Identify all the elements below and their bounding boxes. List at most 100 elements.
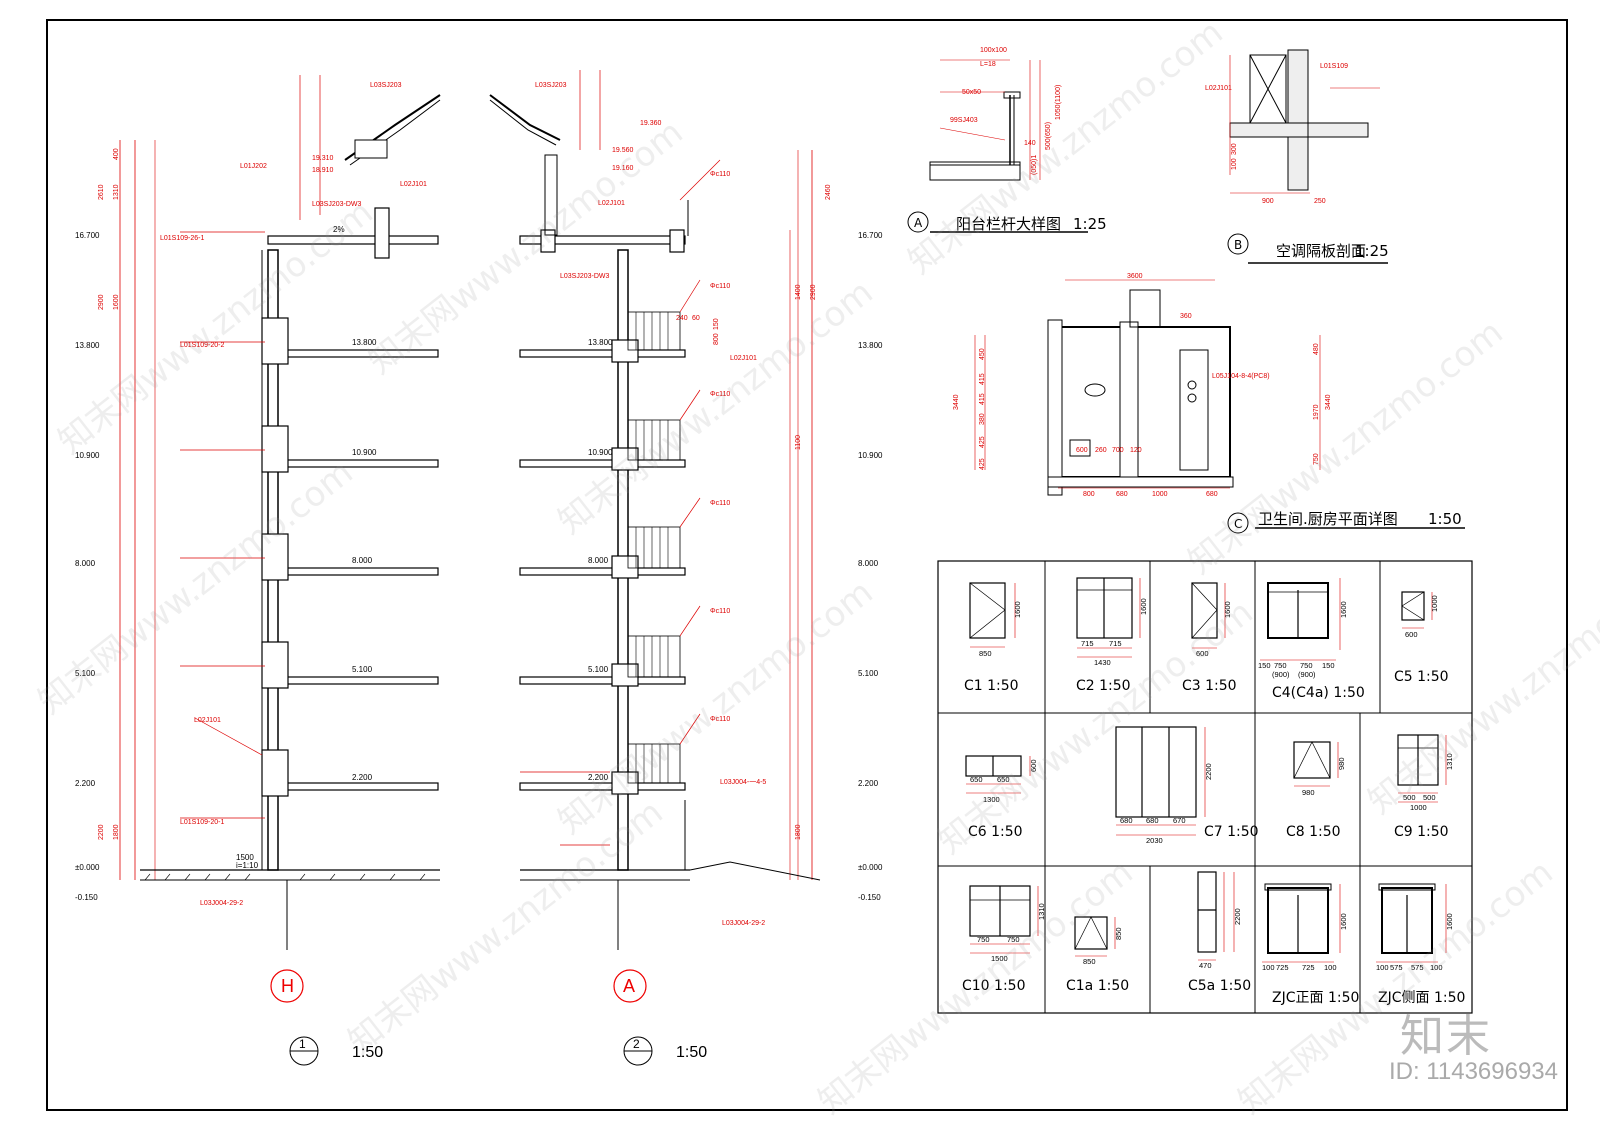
- dB-note-1: L01S109: [1320, 63, 1348, 70]
- w-zf-h: 1600: [1339, 913, 1348, 930]
- dC-side-dim-r: 3440: [1325, 394, 1332, 410]
- axis-bubble-h: [270, 969, 304, 1003]
- w-c3-w: 600: [1196, 649, 1209, 658]
- w-c5a-w: 470: [1199, 961, 1212, 970]
- s2-ref-1: L03SJ203-DW3: [560, 273, 610, 280]
- w-label-c7: C7 1:50: [1204, 824, 1259, 840]
- dA-note-7: 1050(1100): [1055, 85, 1062, 120]
- s1-ref-6: L01S109-20-2: [180, 342, 224, 349]
- s1-ref-5: L03J004-29-2: [200, 900, 243, 907]
- detail-c-scale: 1:50: [1428, 510, 1462, 528]
- w-c7-w2: 670: [1173, 816, 1186, 825]
- s2-dim-0: 2460: [825, 184, 832, 200]
- s1-dim-6: 2900: [98, 294, 105, 310]
- s2-dim-3: 2900: [810, 284, 817, 300]
- dC-side-dim: 3440: [953, 394, 960, 410]
- s1-floor-3: 5.100: [352, 665, 373, 674]
- s2-rail-3: Φc110: [710, 500, 730, 507]
- s2-elev-4: 5.100: [858, 669, 879, 678]
- dB-note-4: 300: [1231, 143, 1238, 155]
- w-c7-w0: 680: [1120, 816, 1133, 825]
- w-label-c1: C1 1:50: [964, 678, 1019, 694]
- w-label-c9: C9 1:50: [1394, 824, 1449, 840]
- s2-rail-5: Φc110: [710, 716, 730, 723]
- dC-b-8: 360: [1180, 313, 1192, 320]
- s2-ref-3: L02J101: [730, 355, 757, 362]
- s1-elev-5: 2.200: [75, 779, 96, 788]
- dC-b-2: 1000: [1152, 491, 1168, 498]
- s1-ref-3: L02J101: [400, 181, 427, 188]
- s2-rd-2: 150: [713, 318, 720, 330]
- s2-ref-5: L03J004-一4-5: [720, 779, 766, 786]
- s2-rail-4: Φc110: [710, 608, 730, 615]
- s2-ref-4: L03J004-29-2: [722, 920, 765, 927]
- detail-a-scale: 1:25: [1073, 215, 1107, 233]
- s2-floor-4: 2.200: [588, 773, 609, 782]
- w-c4-w0: 150: [1258, 661, 1271, 670]
- w-c1-h: 1600: [1013, 601, 1022, 618]
- s1-elev-7: -0.150: [75, 893, 98, 902]
- w-label-c1a: C1a 1:50: [1066, 978, 1129, 994]
- s2-dim-4: 1800: [795, 824, 802, 840]
- section-2-scale: 1:50: [676, 1044, 707, 1061]
- s1-floor-4: 2.200: [352, 773, 373, 782]
- brand-logo: 知末: [1400, 1011, 1492, 1062]
- dC-ref: L05J104-8-4(PC8): [1212, 373, 1270, 380]
- s2-elev-2: 10.900: [858, 451, 883, 460]
- w-c10-w0: 750: [977, 935, 990, 944]
- dB-note-0: L02J101: [1205, 85, 1232, 92]
- s2-elev-0: 16.700: [858, 231, 883, 240]
- s1-ref-0: L01J202: [240, 163, 267, 170]
- w-label-c10: C10 1:50: [962, 978, 1025, 994]
- w-zs-w3: 100: [1430, 963, 1443, 972]
- dA-note-4: 140: [1024, 140, 1036, 147]
- w-zs-h: 1600: [1445, 913, 1454, 930]
- w-c4-h: 1600: [1339, 601, 1348, 618]
- s1-elev-0: 16.700: [75, 231, 100, 240]
- w-c7-h: 2200: [1204, 763, 1213, 780]
- s2-roof-1: 19.560: [612, 147, 634, 154]
- s2-dim-1: 1400: [795, 284, 802, 300]
- s2-rd-0: 240: [676, 315, 688, 322]
- w-c9-h: 1310: [1445, 753, 1454, 770]
- s2-roof-0: 19.360: [640, 120, 662, 127]
- dA-note-6: (050)1: [1031, 155, 1038, 175]
- w-zf-w2: 725: [1302, 963, 1315, 972]
- s2-roof-2: 19.160: [612, 165, 634, 172]
- w-c4-w3: 150: [1322, 661, 1335, 670]
- s2-ref-2: L02J101: [598, 200, 625, 207]
- s2-elev-1: 13.800: [858, 341, 883, 350]
- s2-elev-5: 2.200: [858, 779, 879, 788]
- w-c5a-h: 2200: [1233, 908, 1242, 925]
- s1-ref-4: L02J101: [194, 717, 221, 724]
- s1-elev-4: 5.100: [75, 669, 96, 678]
- sheet-frame: [46, 19, 1568, 1111]
- s1-dim-1: 1310: [113, 184, 120, 200]
- detail-b-letter: B: [1234, 238, 1242, 252]
- s1-ground-dim: 1500: [236, 853, 254, 862]
- w-c3-h: 1600: [1223, 601, 1232, 618]
- w-c9-w2: 1000: [1410, 803, 1427, 812]
- w-c8-h: 980: [1337, 757, 1346, 770]
- section-1-scale: 1:50: [352, 1044, 383, 1061]
- w-c4-w2: 750: [1300, 661, 1313, 670]
- s2-rd-3: 800: [713, 333, 720, 345]
- dC-l-2: 415: [979, 393, 986, 405]
- dC-b-5: 260: [1095, 447, 1107, 454]
- s1-dim-2: 2610: [98, 184, 105, 200]
- s1-floor-2: 8.000: [352, 556, 373, 565]
- w-c10-w2: 1500: [991, 954, 1008, 963]
- w-c8-w: 980: [1302, 788, 1315, 797]
- detail-c-letter: C: [1234, 517, 1242, 531]
- w-c1a-w: 850: [1083, 957, 1096, 966]
- detail-c-title: 卫生间.厨房平面详图: [1258, 510, 1398, 528]
- s2-floor-0: 13.800: [588, 338, 613, 347]
- s1-ref-7: L01S109-26-1: [160, 235, 204, 242]
- s1-ref-8: L01S109-20-1: [180, 819, 224, 826]
- w-zf-w0: 100: [1262, 963, 1275, 972]
- w-c9-w0: 500: [1403, 793, 1416, 802]
- window-table: [937, 560, 1473, 1014]
- s1-ref-2: L03SJ203-DW3: [312, 201, 362, 208]
- section-2: [489, 70, 821, 950]
- s1-elev-2: 10.900: [75, 451, 100, 460]
